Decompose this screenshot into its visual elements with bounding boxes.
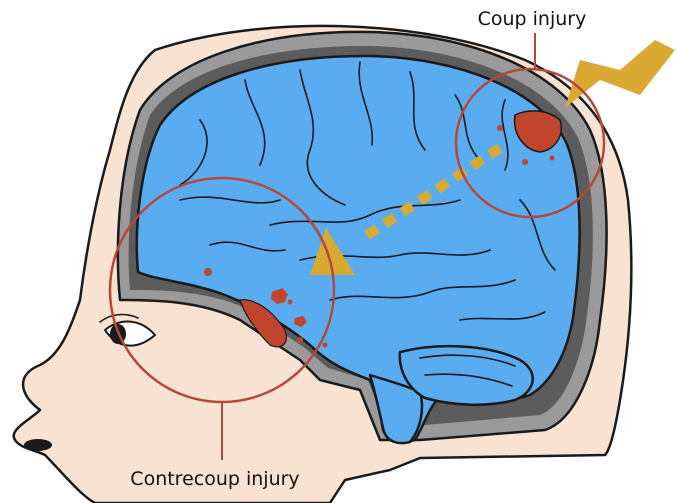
contrecoup-label: Contrecoup injury (130, 468, 299, 490)
contrecoup-bleed (204, 268, 328, 348)
dotted-motion-arrow-icon (310, 143, 503, 275)
nostril (24, 439, 52, 451)
coup-bleed (497, 110, 562, 165)
coup-ring (454, 67, 606, 219)
brainstem (368, 373, 424, 445)
impact-arrow-icon (565, 40, 675, 108)
coup-label: Coup injury (478, 8, 587, 30)
